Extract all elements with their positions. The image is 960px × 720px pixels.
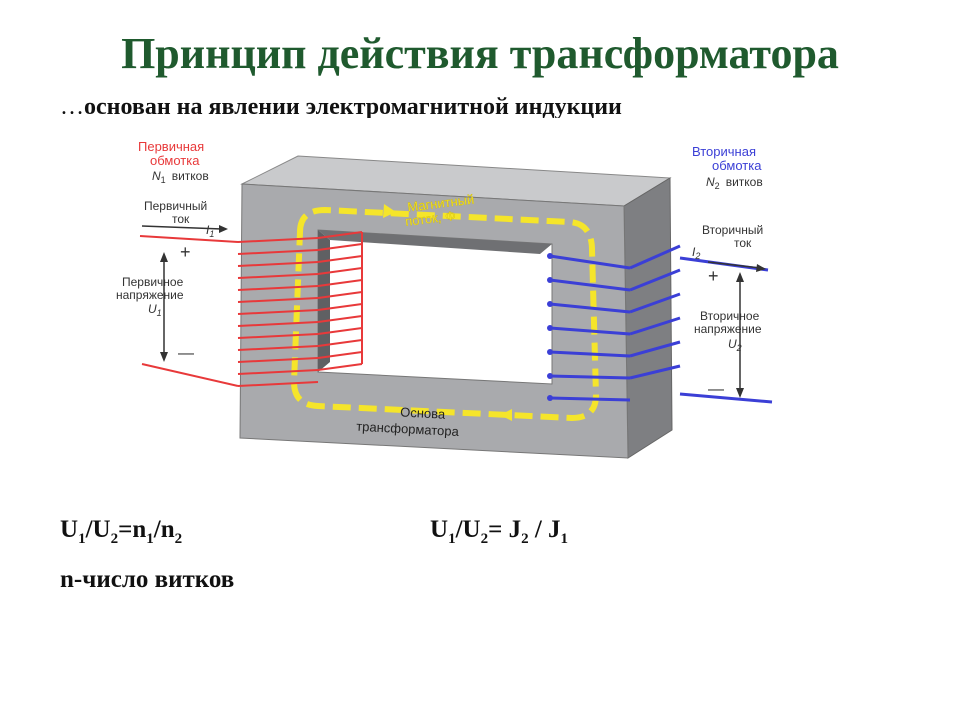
secondary-voltage-label-line1: Вторичное	[700, 309, 760, 323]
voltage-turns-ratio-formula: U1/U2=n1/n2	[60, 516, 183, 547]
secondary-coil-ends	[547, 253, 553, 401]
flux-arrow-top	[383, 204, 396, 218]
secondary-current-symbol: I2	[692, 245, 700, 261]
core-side-face	[623, 177, 673, 459]
primary-minus-sign: —	[178, 345, 194, 362]
primary-winding-suffix: витков	[172, 169, 209, 183]
subtitle-text: основан на явлении электромагнитной инду…	[84, 94, 622, 118]
turns-definition-note: n-число витков	[60, 566, 235, 593]
core-label-line1: Основа	[400, 404, 447, 421]
primary-winding-turns: N1 витков	[152, 169, 209, 185]
primary-current-arrow	[141, 225, 223, 230]
primary-winding-symbol: N	[152, 169, 161, 183]
flux-path	[290, 206, 600, 422]
secondary-plus-sign: +	[708, 266, 719, 286]
secondary-winding-label-line1: Вторичная	[692, 144, 756, 159]
page-title: Принцип действия трансформатора	[121, 29, 839, 78]
secondary-winding-subscript: 2	[715, 181, 720, 191]
primary-winding-label-line1: Первичная	[138, 139, 204, 154]
voltage-current-ratio-formula: U1/U2= J2 / J1	[430, 516, 569, 547]
secondary-winding-turns: N2 витков	[706, 175, 763, 191]
flux-arrow-bottom	[500, 409, 512, 421]
primary-voltage-arrowhead-down-icon	[160, 352, 168, 362]
secondary-current-label-line2: ток	[734, 236, 752, 250]
secondary-voltage-arrowhead-down-icon	[736, 388, 744, 398]
page-subtitle: …основан на явлении электромагнитной инд…	[60, 88, 860, 118]
secondary-voltage-label-line2: напряжение	[694, 322, 762, 336]
secondary-current-arrow	[707, 261, 761, 269]
core-label-line2: трансформатора	[356, 419, 460, 439]
secondary-voltage-arrowhead-up-icon	[736, 272, 744, 282]
secondary-current-label-line1: Вторичный	[702, 223, 763, 237]
secondary-winding-symbol: N	[706, 175, 715, 189]
primary-current-label-line1: Первичный	[144, 199, 207, 213]
primary-plus-sign: +	[180, 242, 191, 262]
primary-coil	[139, 231, 363, 387]
secondary-coil	[549, 244, 773, 404]
primary-voltage-label-line1: Первичное	[122, 275, 184, 289]
core-window-inner	[318, 230, 552, 254]
secondary-winding-suffix: витков	[726, 175, 763, 189]
secondary-voltage-symbol: U2	[728, 337, 742, 353]
primary-winding-subscript: 1	[161, 175, 166, 185]
secondary-winding-label-line2: обмотка	[712, 158, 762, 173]
secondary-minus-sign: —	[708, 381, 724, 398]
primary-current-arrowhead-icon	[219, 225, 228, 233]
primary-voltage-arrowhead-up-icon	[160, 252, 168, 262]
primary-winding-label-line2: обмотка	[150, 153, 200, 168]
primary-current-symbol: I1	[206, 223, 214, 239]
primary-voltage-label-line2: напряжение	[116, 288, 184, 302]
core-window-inner-left	[318, 230, 330, 372]
flux-label-line2: поток,Φ	[404, 208, 456, 229]
secondary-current-arrowhead-icon	[756, 264, 766, 272]
primary-voltage-symbol: U1	[148, 302, 162, 318]
primary-current-label-line2: ток	[172, 212, 190, 226]
subtitle-ellipsis: …	[60, 94, 84, 118]
